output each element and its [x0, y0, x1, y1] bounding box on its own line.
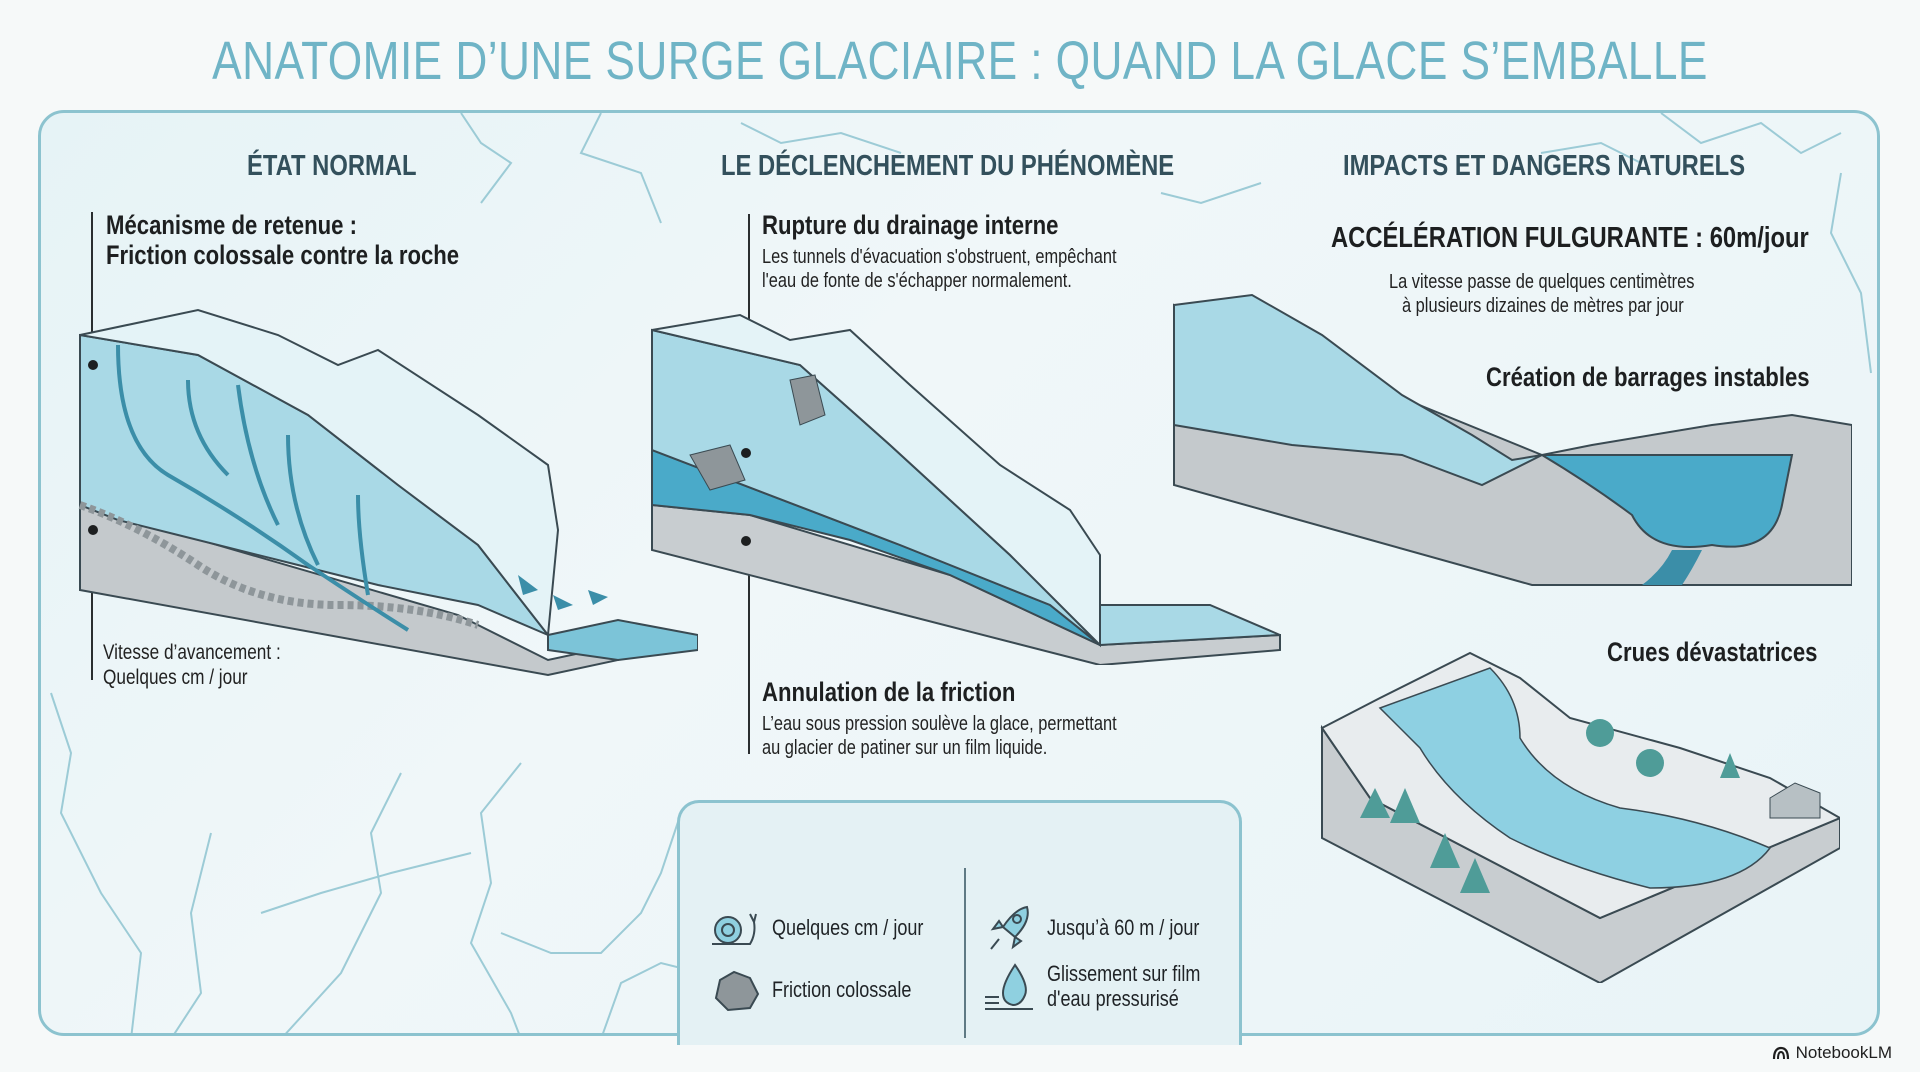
callout-text: au glacier de patiner sur un film liquid… [762, 737, 1048, 759]
highlight-text: La vitesse passe de quelques centimètres [1389, 271, 1695, 293]
legend-item: Glissement sur film d'eau pressurisé [985, 961, 1234, 1012]
legend-item: Quelques cm / jour [710, 908, 957, 948]
ice-crack-texture [50, 113, 1872, 1033]
page-title: ANATOMIE D’UNE SURGE GLACIAIRE : QUAND L… [212, 31, 1708, 91]
highlight-acceleration: ACCÉLÉRATION FULGURANTE : 60m/jour [1331, 222, 1809, 254]
callout-title: Friction colossale contre la roche [106, 240, 460, 270]
rock-icon [714, 970, 760, 1012]
legend-item: Friction colossale [710, 968, 942, 1012]
callout-text: l'eau de fonte de s'échapper normalement… [762, 270, 1072, 292]
callout-title: Annulation de la friction [762, 677, 1016, 707]
brand-label: NotebookLM [1795, 1043, 1892, 1062]
legend-label: Quelques cm / jour [772, 915, 924, 941]
water-drop-icon [985, 963, 1033, 1011]
callout-text: Quelques cm / jour [103, 666, 248, 689]
surge-trigger-illustration [651, 313, 1281, 665]
ice-dam-illustration [1173, 293, 1852, 586]
callout-title: Rupture du drainage interne [762, 210, 1059, 240]
notebooklm-brand: NotebookLM [1772, 1043, 1892, 1063]
legend-divider [964, 868, 966, 1038]
rocket-icon [990, 905, 1029, 950]
callout-text: L’eau sous pression soulève la glace, pe… [762, 713, 1117, 735]
callout-text: Vitesse d’avancement : [103, 641, 281, 664]
legend-label: d'eau pressurisé [1047, 986, 1179, 1012]
legend-label: Jusqu’à 60 m / jour [1047, 915, 1200, 941]
subheading-crues: Crues dévastatrices [1607, 637, 1818, 667]
subheading-barrages: Création de barrages instables [1486, 362, 1810, 392]
notebooklm-logo-icon [1772, 1046, 1789, 1060]
callout-text: Les tunnels d'évacuation s'obstruent, em… [762, 246, 1117, 268]
heading-impacts: IMPACTS ET DANGERS NATURELS [1343, 150, 1746, 182]
heading-declenchement: LE DÉCLENCHEMENT DU PHÉNOMÈNE [721, 150, 1175, 182]
legend-item: Jusqu’à 60 m / jour [985, 903, 1233, 953]
callout-title: Mécanisme de retenue : [106, 210, 358, 240]
normal-glacier-illustration [78, 308, 698, 677]
flood-illustration [1320, 651, 1840, 983]
legend-label: Glissement sur film [1047, 961, 1201, 986]
snail-icon [712, 913, 757, 945]
highlight-text: à plusieurs dizaines de mètres par jour [1402, 295, 1684, 317]
heading-etat-normal: ÉTAT NORMAL [247, 150, 417, 182]
legend-label: Friction colossale [772, 977, 912, 1003]
legend-box: Quelques cm / jour Friction colossale Ju… [677, 800, 1242, 1045]
